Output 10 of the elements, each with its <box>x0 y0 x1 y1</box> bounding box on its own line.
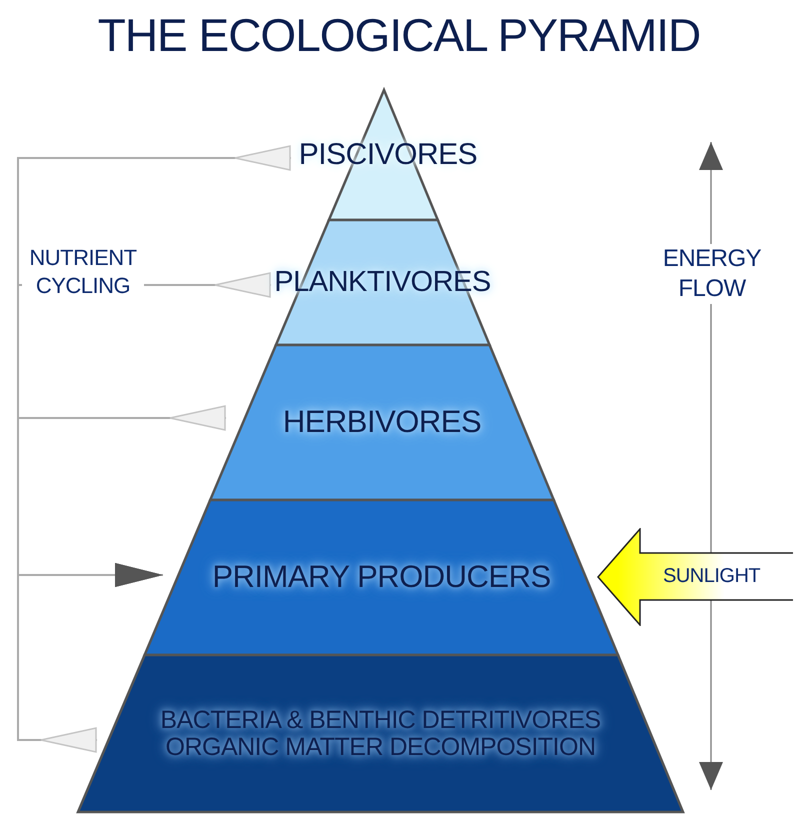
pyramid-tier <box>78 655 683 812</box>
tier-label: PRIMARY PRODUCERS <box>212 561 551 594</box>
title: THE ECOLOGICAL PYRAMID <box>96 8 702 62</box>
pyramid-tier <box>145 500 618 655</box>
arrow-label: SUNLIGHT <box>663 564 760 588</box>
tier-label: HERBIVORES <box>282 406 482 439</box>
pyramid-tier <box>210 345 554 500</box>
tier-label: ORGANIC MATTER DECOMPOSITION <box>166 734 596 760</box>
tier-label: BACTERIA & BENTHIC DETRITIVORES <box>160 707 601 734</box>
sunlight-block-arrow <box>597 528 793 626</box>
